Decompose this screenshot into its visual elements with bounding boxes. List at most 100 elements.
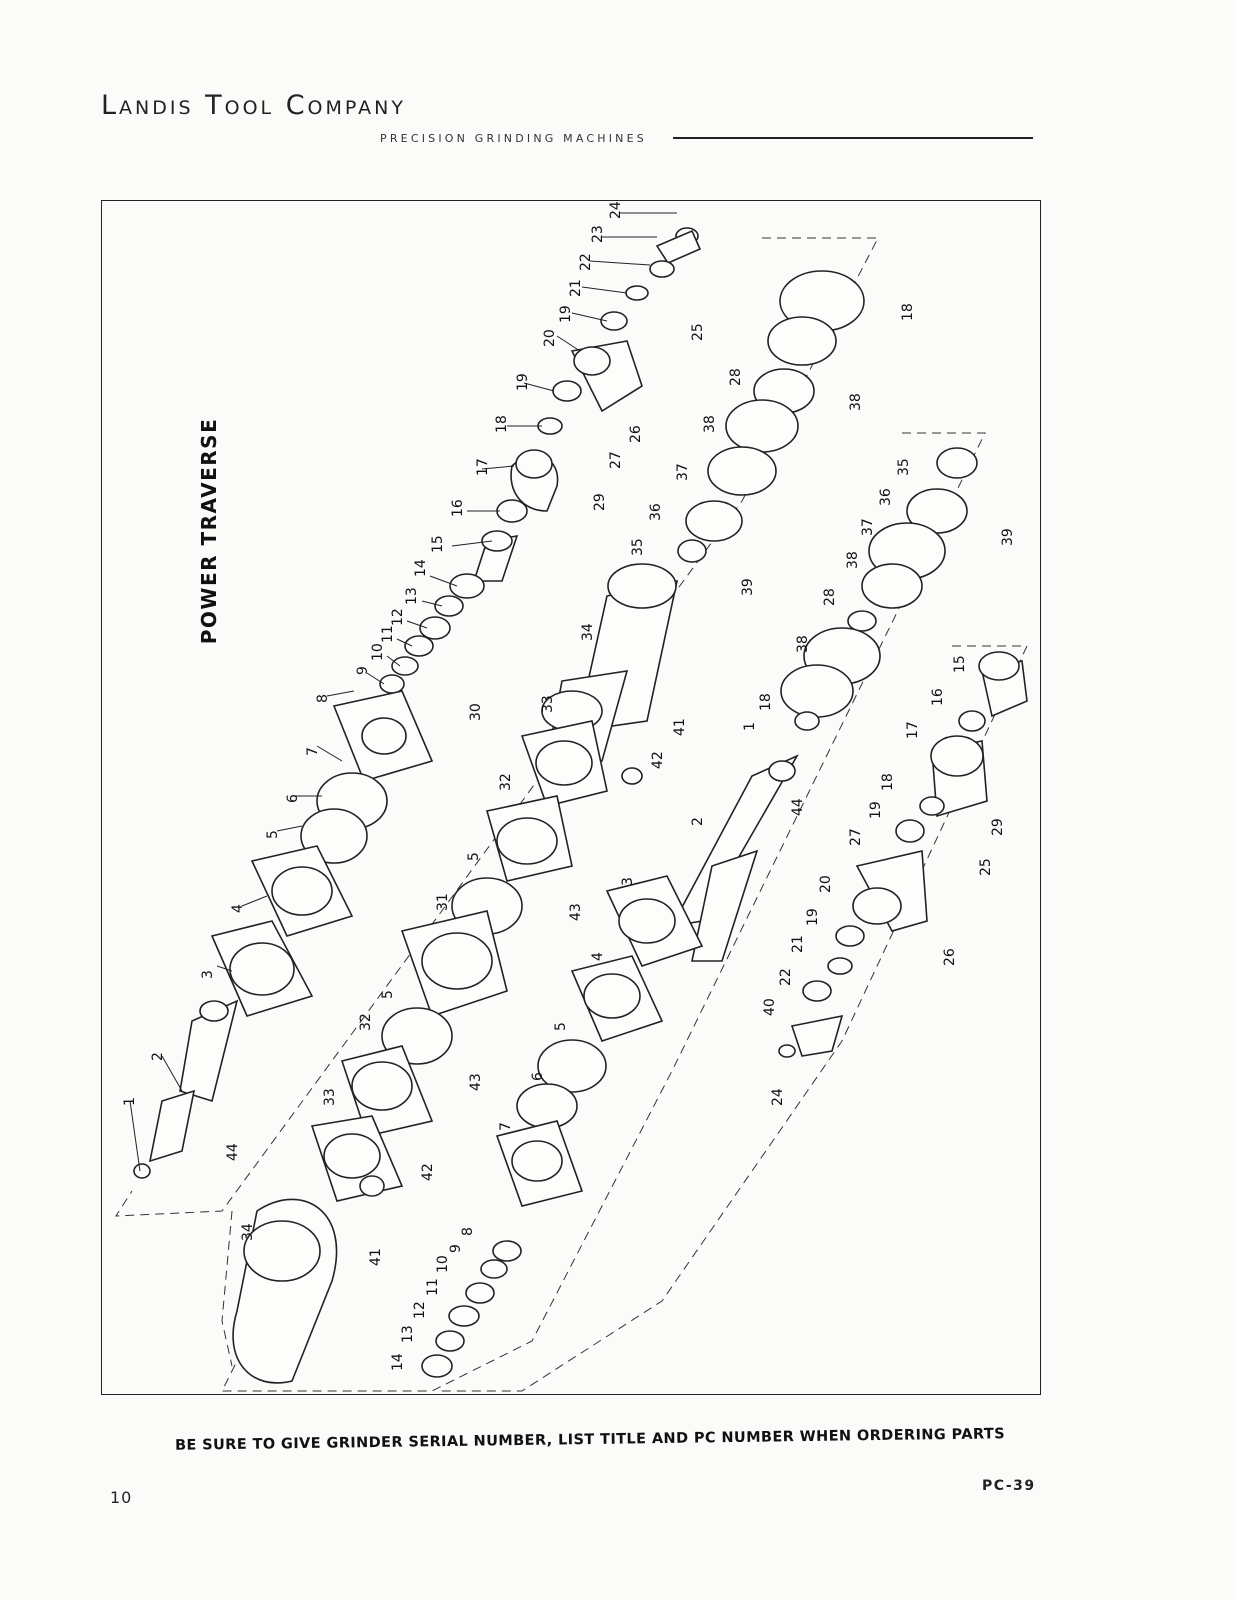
callout-38: 38: [848, 393, 864, 411]
callout-32: 32: [358, 1013, 374, 1031]
callout-23: 23: [590, 225, 606, 243]
callout-5: 5: [553, 1022, 569, 1031]
callout-18: 18: [758, 693, 774, 711]
callout-19: 19: [868, 801, 884, 819]
callout-27: 27: [608, 451, 624, 469]
callout-5: 5: [380, 990, 396, 999]
callout-16: 16: [930, 688, 946, 706]
callout-43: 43: [468, 1073, 484, 1091]
callout-9: 9: [448, 1244, 464, 1253]
callout-44: 44: [225, 1143, 241, 1161]
callout-5: 5: [466, 852, 482, 861]
callout-28: 28: [728, 368, 744, 386]
callout-10: 10: [370, 643, 386, 661]
callout-29: 29: [990, 818, 1006, 836]
callout-22: 22: [578, 253, 594, 271]
callout-44: 44: [790, 798, 806, 816]
callout-28: 28: [822, 588, 838, 606]
callout-9: 9: [355, 666, 371, 675]
callout-27: 27: [848, 828, 864, 846]
callout-7: 7: [305, 747, 321, 756]
callout-3: 3: [200, 970, 216, 979]
ordering-notice: BE SURE TO GIVE GRINDER SERIAL NUMBER, L…: [174, 1426, 1006, 1454]
callout-39: 39: [1000, 528, 1016, 546]
callout-29: 29: [592, 493, 608, 511]
callout-34: 34: [580, 623, 596, 641]
callout-14: 14: [390, 1353, 406, 1371]
callout-35: 35: [630, 538, 646, 556]
page-number: 10: [110, 1488, 133, 1507]
callout-24: 24: [608, 201, 624, 219]
callout-22: 22: [778, 968, 794, 986]
callout-15: 15: [430, 535, 446, 553]
callout-8: 8: [315, 694, 331, 703]
callout-17: 17: [905, 721, 921, 739]
callout-1: 1: [122, 1097, 138, 1106]
callout-33: 33: [322, 1088, 338, 1106]
callout-41: 41: [672, 718, 688, 736]
callout-6: 6: [530, 1072, 546, 1081]
callout-13: 13: [400, 1325, 416, 1343]
pc-number: PC-39: [982, 1478, 1036, 1494]
callout-37: 37: [860, 518, 876, 536]
header-rule: [673, 137, 1033, 139]
callout-21: 21: [790, 935, 806, 953]
section-title: POWER TRAVERSE: [197, 417, 221, 645]
callout-16: 16: [450, 499, 466, 517]
callout-38: 38: [702, 415, 718, 433]
callout-15: 15: [952, 655, 968, 673]
callout-19: 19: [515, 373, 531, 391]
callout-12: 12: [412, 1301, 428, 1319]
callout-18: 18: [900, 303, 916, 321]
callout-43: 43: [568, 903, 584, 921]
callout-26: 26: [942, 948, 958, 966]
callout-20: 20: [818, 875, 834, 893]
callout-5: 5: [265, 830, 281, 839]
callout-25: 25: [978, 858, 994, 876]
callout-26: 26: [628, 425, 644, 443]
callout-42: 42: [650, 751, 666, 769]
callout-2: 2: [150, 1052, 166, 1061]
callout-14: 14: [413, 559, 429, 577]
callout-21: 21: [568, 279, 584, 297]
callout-20: 20: [542, 329, 558, 347]
callout-2: 2: [690, 817, 706, 826]
callout-36: 36: [878, 488, 894, 506]
callout-41: 41: [368, 1248, 384, 1266]
callout-38: 38: [795, 635, 811, 653]
callout-12: 12: [390, 608, 406, 626]
callout-42: 42: [420, 1163, 436, 1181]
callout-39: 39: [740, 578, 756, 596]
company-name: Landis Tool Company: [101, 90, 406, 121]
callout-36: 36: [648, 503, 664, 521]
callout-19: 19: [558, 305, 574, 323]
callout-32: 32: [498, 773, 514, 791]
tagline: PRECISION GRINDING MACHINES: [380, 132, 647, 145]
callout-38: 38: [845, 551, 861, 569]
exploded-parts-diagram: 24 23 22 21 19 20 25 19 26 18 27 17 29 1…: [115, 201, 1028, 1392]
callout-11: 11: [380, 625, 396, 643]
callout-3: 3: [620, 877, 636, 886]
callout-18: 18: [880, 773, 896, 791]
callout-30: 30: [468, 703, 484, 721]
callout-17: 17: [475, 458, 491, 476]
callout-6: 6: [285, 794, 301, 803]
callout-7: 7: [498, 1122, 514, 1131]
callout-31: 31: [435, 893, 451, 911]
callout-40: 40: [762, 998, 778, 1016]
callout-25: 25: [690, 323, 706, 341]
diagram-frame: 24 23 22 21 19 20 25 19 26 18 27 17 29 1…: [101, 200, 1041, 1395]
callout-13: 13: [404, 587, 420, 605]
callout-1: 1: [742, 722, 758, 731]
callout-33: 33: [540, 695, 556, 713]
callout-18: 18: [494, 415, 510, 433]
callout-4: 4: [590, 952, 606, 961]
callout-24: 24: [770, 1088, 786, 1106]
callout-11: 11: [425, 1278, 441, 1296]
callout-10: 10: [435, 1255, 451, 1273]
callout-8: 8: [460, 1227, 476, 1236]
callout-37: 37: [675, 463, 691, 481]
callout-34: 34: [240, 1223, 256, 1241]
callout-4: 4: [230, 904, 246, 913]
callout-19: 19: [805, 908, 821, 926]
